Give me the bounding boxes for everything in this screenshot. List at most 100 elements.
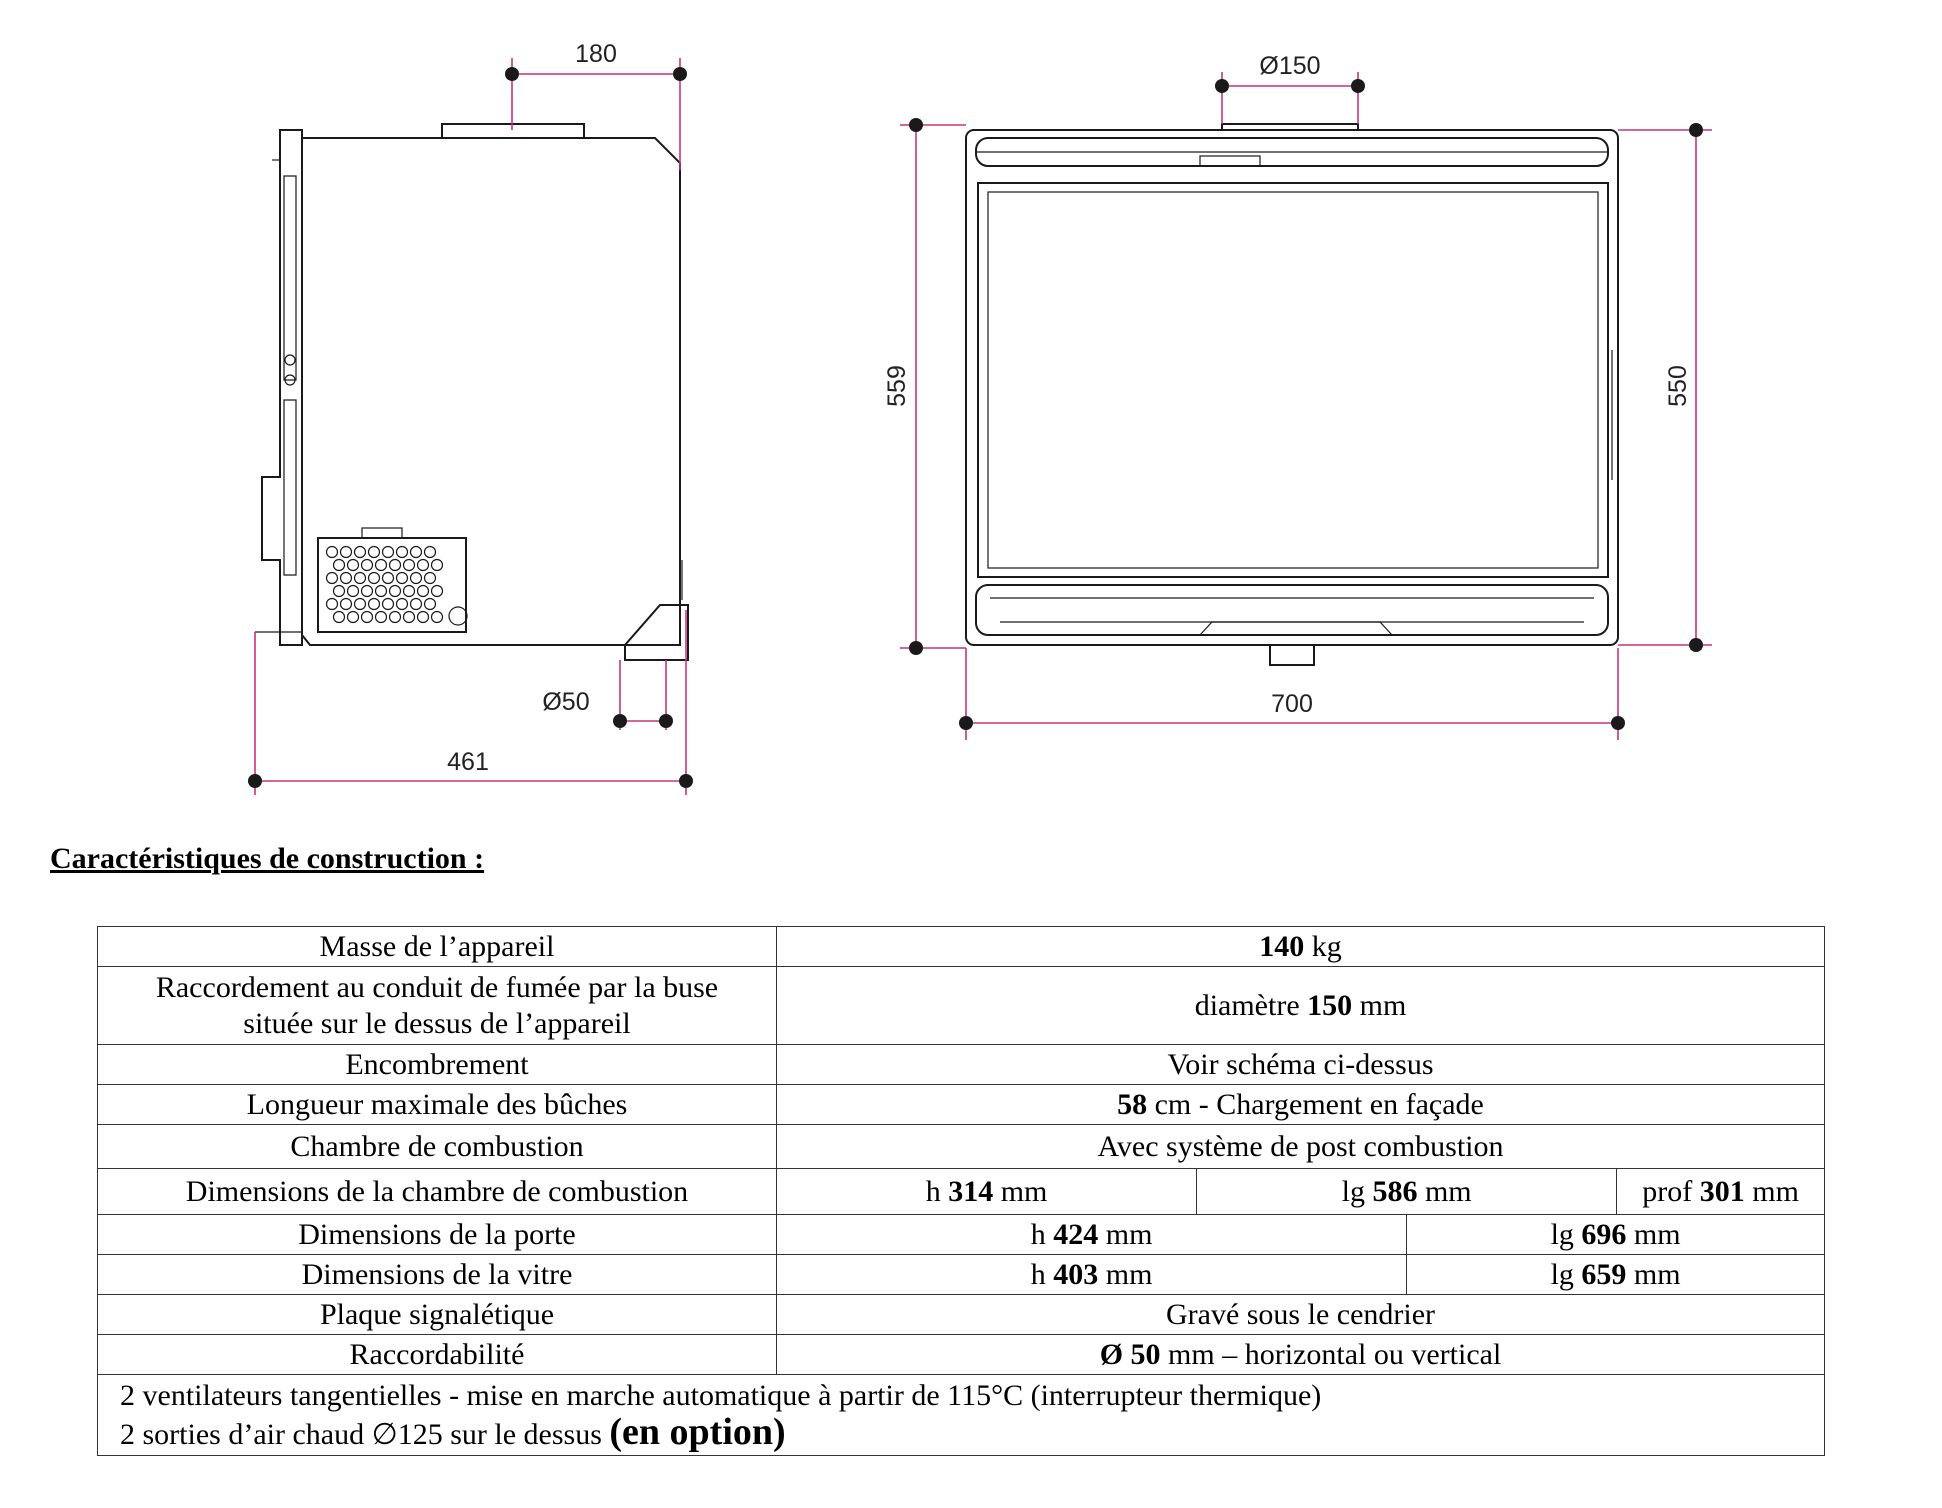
grille-hole bbox=[367, 545, 381, 559]
table-row: Dimensions de la chambre de combustion h… bbox=[97, 1168, 1825, 1215]
row-value: h 314 mm bbox=[775, 1168, 1198, 1215]
grille-hole bbox=[339, 597, 353, 611]
table-row: Dimensions de la vitre h 403 mm lg 659 m… bbox=[97, 1254, 1825, 1295]
grille-hole bbox=[374, 558, 388, 572]
section-title: Caractéristiques de construction : bbox=[50, 842, 485, 875]
dim-550: 550 bbox=[1664, 365, 1692, 407]
grille-hole bbox=[381, 545, 395, 559]
dimension-marker bbox=[1215, 79, 1229, 93]
dimension-marker bbox=[1351, 79, 1365, 93]
dimension-marker bbox=[1689, 638, 1703, 652]
dim-461: 461 bbox=[447, 748, 489, 776]
grille-hole bbox=[325, 545, 339, 559]
dim-150: Ø150 bbox=[1259, 52, 1320, 80]
grille-hole bbox=[395, 597, 409, 611]
row-value: Ø 50 mm – horizontal ou vertical bbox=[776, 1334, 1825, 1375]
dimension-marker bbox=[679, 774, 693, 788]
grille-hole bbox=[325, 571, 339, 585]
row-value: diamètre 150 mm bbox=[776, 966, 1825, 1045]
spec-table: Masse de l’appareil 140 kg Raccordement … bbox=[97, 926, 1825, 1456]
grille-hole bbox=[395, 545, 409, 559]
table-row: Encombrement Voir schéma ci-dessus bbox=[97, 1044, 1825, 1085]
dimension-marker bbox=[1611, 716, 1625, 730]
dimension-marker bbox=[505, 67, 519, 81]
table-row: Masse de l’appareil 140 kg bbox=[97, 926, 1825, 967]
technical-drawing: 180 Ø50 461 bbox=[248, 40, 1712, 795]
table-row: Dimensions de la porte h 424 mm lg 696 m… bbox=[97, 1214, 1825, 1255]
grille-hole bbox=[402, 558, 416, 572]
row-label: Dimensions de la chambre de combustion bbox=[97, 1168, 777, 1215]
dim-180: 180 bbox=[575, 40, 617, 68]
grille-hole bbox=[332, 558, 346, 572]
row-label: Chambre de combustion bbox=[97, 1124, 777, 1169]
grille-hole bbox=[346, 610, 360, 624]
row-label: Dimensions de la vitre bbox=[97, 1254, 777, 1295]
row-label: Dimensions de la porte bbox=[97, 1214, 777, 1255]
grille-hole bbox=[430, 610, 444, 624]
row-label: Longueur maximale des bûches bbox=[97, 1084, 777, 1125]
row-label: Encombrement bbox=[97, 1044, 777, 1085]
grille-hole bbox=[388, 584, 402, 598]
dimension-marker bbox=[613, 714, 627, 728]
table-row: Plaque signalétique Gravé sous le cendri… bbox=[97, 1294, 1825, 1335]
grille-hole bbox=[332, 610, 346, 624]
row-value: 140 kg bbox=[776, 926, 1825, 967]
grille-hole bbox=[381, 571, 395, 585]
front-view: Ø150 559 550 700 bbox=[883, 52, 1712, 740]
row-label: Plaque signalétique bbox=[97, 1294, 777, 1335]
grille-hole bbox=[409, 571, 423, 585]
row-value: h 424 mm bbox=[775, 1214, 1408, 1255]
row-value: lg 696 mm bbox=[1406, 1214, 1825, 1255]
grille-hole bbox=[367, 571, 381, 585]
dimension-marker bbox=[673, 67, 687, 81]
dimension-marker bbox=[659, 714, 673, 728]
grille-hole bbox=[423, 597, 437, 611]
grille-hole bbox=[416, 610, 430, 624]
grille-hole bbox=[416, 584, 430, 598]
table-row: Raccordabilité Ø 50 mm – horizontal ou v… bbox=[97, 1334, 1825, 1375]
table-row: 2 ventilateurs tangentielles - mise en m… bbox=[97, 1374, 1825, 1456]
table-row: Longueur maximale des bûches 58 cm - Cha… bbox=[97, 1084, 1825, 1125]
grille-hole bbox=[388, 558, 402, 572]
dimension-marker bbox=[1689, 123, 1703, 137]
table-row: Raccordement au conduit de fumée par la … bbox=[97, 966, 1825, 1045]
grille-hole bbox=[423, 545, 437, 559]
grille-hole bbox=[402, 610, 416, 624]
dim-559: 559 bbox=[883, 365, 911, 407]
dim-700: 700 bbox=[1271, 690, 1313, 718]
side-view: 180 Ø50 461 bbox=[248, 40, 693, 795]
grille-hole bbox=[423, 571, 437, 585]
row-value: 58 cm - Chargement en façade bbox=[776, 1084, 1825, 1125]
row-value: Gravé sous le cendrier bbox=[776, 1294, 1825, 1335]
row-value: h 403 mm bbox=[775, 1254, 1408, 1295]
row-label: Raccordabilité bbox=[97, 1334, 777, 1375]
grille-hole bbox=[360, 558, 374, 572]
notes-cell: 2 ventilateurs tangentielles - mise en m… bbox=[97, 1374, 1825, 1456]
grille-hole bbox=[381, 597, 395, 611]
row-value: Voir schéma ci-dessus bbox=[776, 1044, 1825, 1085]
table-row: Chambre de combustion Avec système de po… bbox=[97, 1124, 1825, 1169]
grille-hole bbox=[360, 610, 374, 624]
grille-hole bbox=[339, 545, 353, 559]
grille-hole bbox=[430, 558, 444, 572]
dim-outlet-50: Ø50 bbox=[542, 688, 589, 716]
grille-hole bbox=[346, 558, 360, 572]
grille-hole bbox=[409, 597, 423, 611]
grille-hole bbox=[388, 610, 402, 624]
grille-hole bbox=[339, 571, 353, 585]
grille-hole bbox=[353, 571, 367, 585]
row-value: Avec système de post combustion bbox=[776, 1124, 1825, 1169]
dimension-marker bbox=[909, 118, 923, 132]
grille-hole bbox=[353, 545, 367, 559]
grille-hole bbox=[346, 584, 360, 598]
dimension-marker bbox=[959, 716, 973, 730]
grille-hole bbox=[367, 597, 381, 611]
grille-hole bbox=[374, 584, 388, 598]
grille-hole bbox=[430, 584, 444, 598]
row-value: prof 301 mm bbox=[1616, 1168, 1825, 1215]
grille-hole bbox=[374, 610, 388, 624]
grille-hole bbox=[409, 545, 423, 559]
grille-hole bbox=[416, 558, 430, 572]
grille-hole bbox=[332, 584, 346, 598]
row-label: Raccordement au conduit de fumée par la … bbox=[97, 966, 777, 1045]
